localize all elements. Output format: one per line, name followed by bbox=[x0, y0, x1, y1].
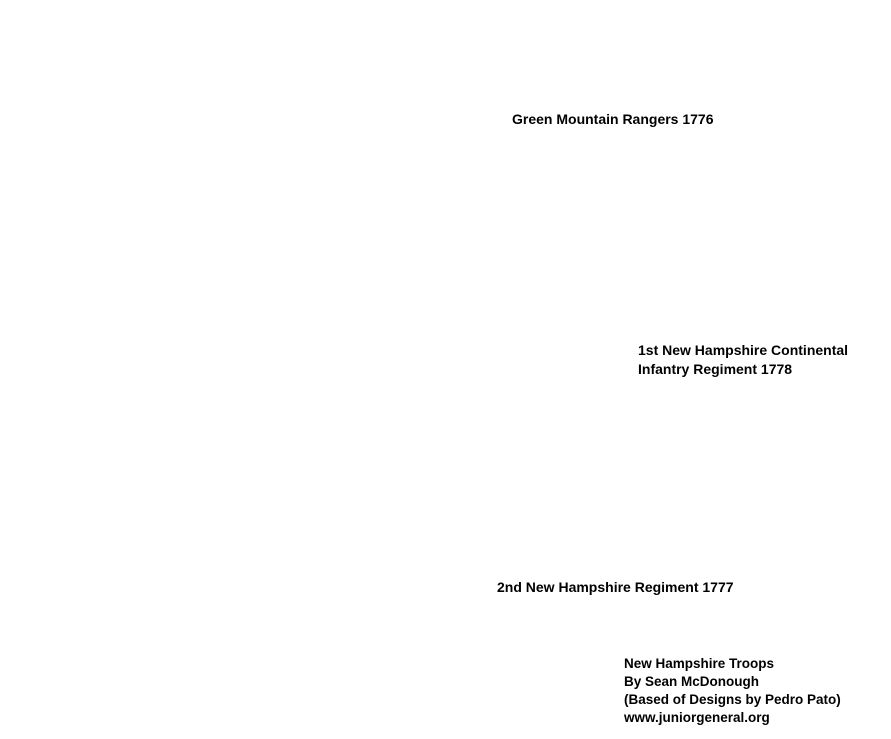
credit-line: New Hampshire Troops bbox=[624, 656, 775, 671]
credit-line: By Sean McDonough bbox=[624, 674, 760, 689]
regiment-label: Green Mountain Rangers 1776 bbox=[512, 111, 714, 127]
credit-block: New Hampshire Troops By Sean McDonough (Ba… bbox=[624, 655, 841, 727]
credit-line: (Based of Designs by Pedro Pato) bbox=[624, 692, 841, 707]
regiment-label: 1st New Hampshire Continental Infantry R… bbox=[638, 342, 849, 377]
credit-line[interactable]: www.juniorgeneral.org bbox=[624, 710, 770, 725]
regiment-label: 2nd New Hampshire Regiment 1777 bbox=[497, 579, 734, 595]
